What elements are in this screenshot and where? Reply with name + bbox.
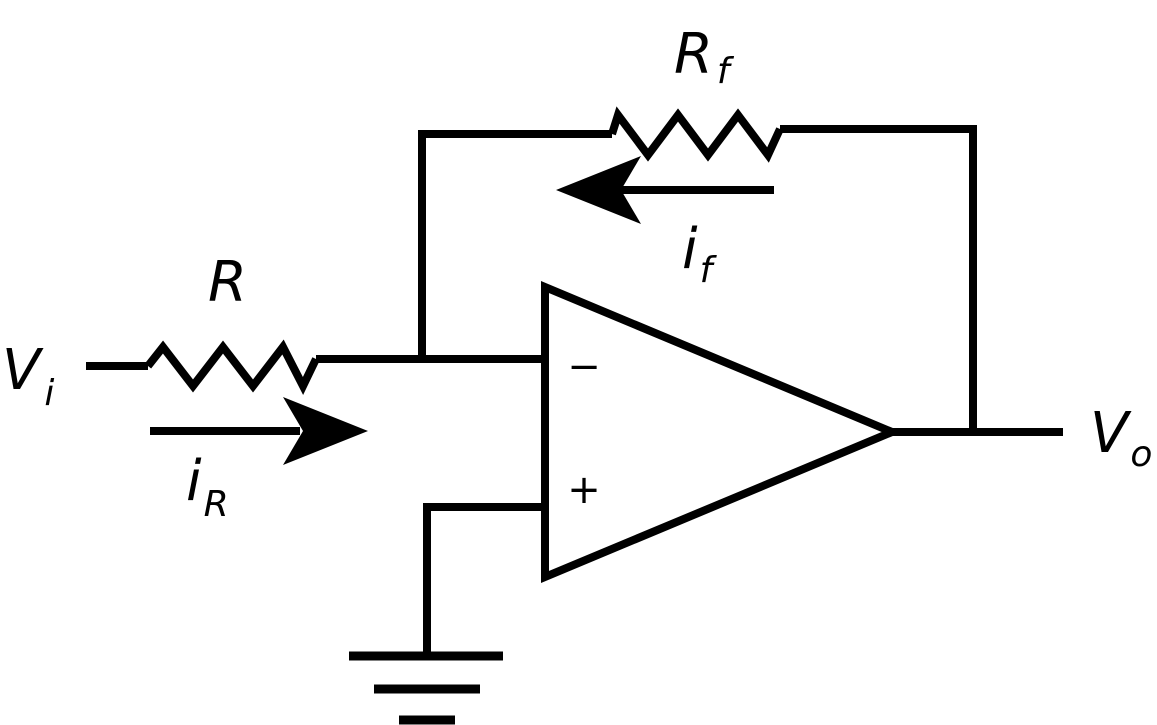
input-branch <box>86 339 542 395</box>
feedback-left-wire <box>418 130 612 359</box>
output-voltage-label: Vo <box>1090 401 1152 475</box>
input-resistor <box>144 339 320 395</box>
ground-branch <box>349 503 542 725</box>
noninverting-input-sign: + <box>567 467 601 513</box>
feedback-branch <box>418 106 977 432</box>
input-current-label: iR <box>186 449 229 525</box>
feedback-resistor <box>608 106 784 163</box>
inverting-input-sign: − <box>567 344 601 390</box>
input-current-arrowhead <box>283 397 368 465</box>
feedback-current-arrowhead <box>556 156 641 224</box>
input-current-arrow <box>150 397 368 465</box>
feedback-current-label: if <box>682 217 718 291</box>
opamp-triangle <box>541 280 903 584</box>
feedback-current-arrow <box>556 156 774 224</box>
feedback-right-wire <box>780 125 977 432</box>
noninverting-input-wire <box>423 503 542 656</box>
input-resistor-label: R <box>208 250 247 315</box>
